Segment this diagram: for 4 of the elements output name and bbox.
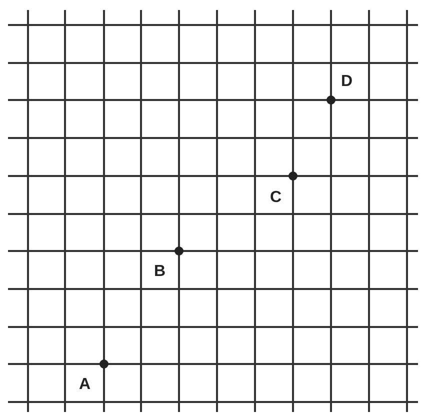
point-label: B [154,264,166,280]
point-label: C [270,190,282,206]
point-label: D [341,74,353,90]
point-label: A [79,377,91,393]
